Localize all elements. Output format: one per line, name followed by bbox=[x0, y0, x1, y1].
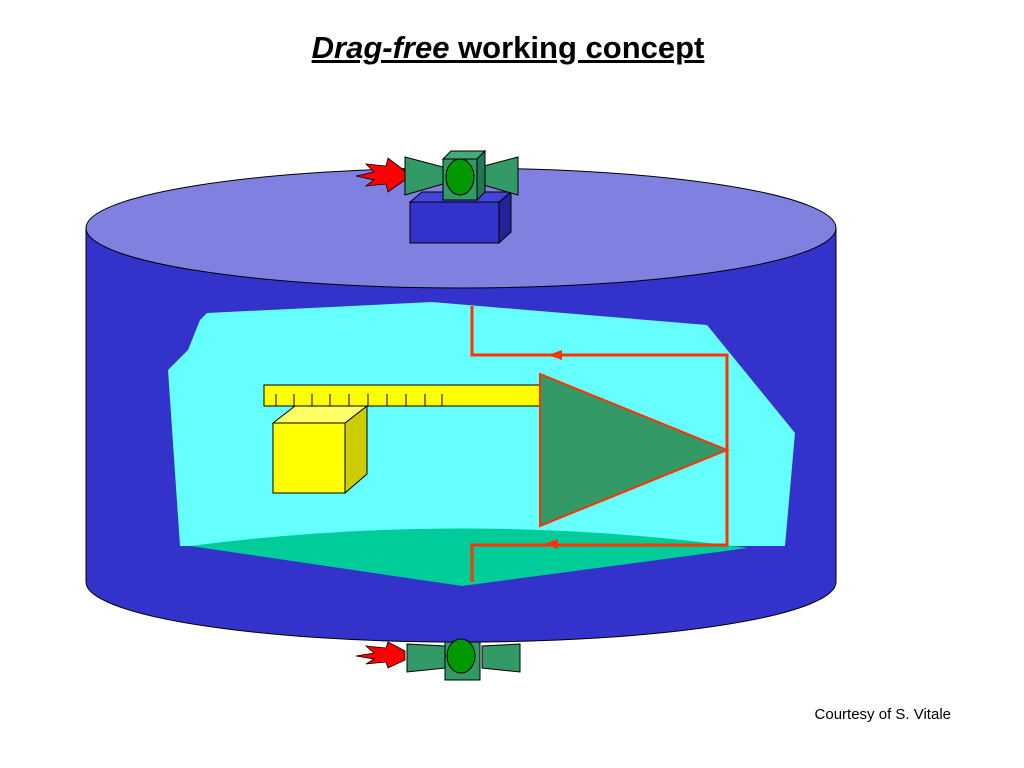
wire-arrow-bottom-icon bbox=[544, 539, 558, 549]
thruster-top-icon bbox=[355, 149, 519, 202]
thrust-flame-icon bbox=[355, 157, 406, 193]
wire-arrow-top-icon bbox=[548, 350, 562, 360]
thruster-bottom-icon bbox=[355, 638, 521, 681]
cutaway-interior bbox=[168, 302, 795, 546]
amplifier-triangle-icon bbox=[539, 372, 730, 528]
cutaway-floor bbox=[190, 528, 748, 586]
title-rest: working concept bbox=[449, 30, 705, 65]
credit-text: Courtesy of S. Vitale bbox=[814, 706, 951, 723]
proof-mass-cube-icon bbox=[271, 404, 369, 495]
feedback-wire bbox=[470, 306, 729, 582]
slide-title: Drag-free working concept bbox=[0, 30, 1016, 66]
thrust-flame-icon bbox=[355, 641, 406, 669]
title-italic-part: Drag-free bbox=[311, 30, 450, 65]
ruler-scale-icon bbox=[263, 384, 541, 407]
